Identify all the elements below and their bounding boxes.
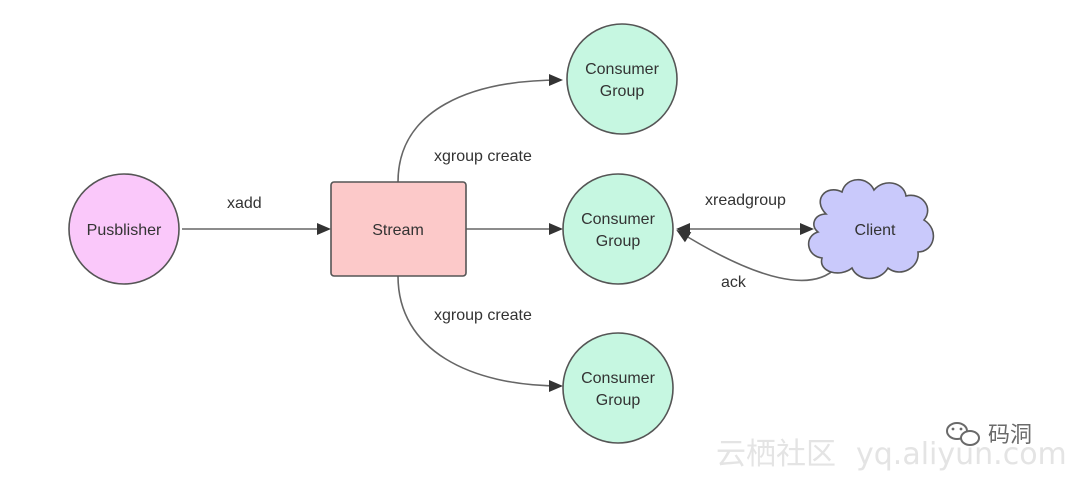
edge-xgroup-create-top <box>397 74 563 183</box>
label-xadd: xadd <box>227 195 262 212</box>
consumer-group-middle-shape <box>562 173 674 285</box>
stream-node: Stream <box>330 181 467 277</box>
consumer-group-middle-line1: Consumer <box>581 211 655 228</box>
watermark: 云栖社区 yq.aliyun.com 码洞 <box>716 422 1067 472</box>
watermark-url: yq.aliyun.com <box>856 437 1067 472</box>
consumer-group-bottom-line2: Group <box>596 392 641 409</box>
publisher-node: Pusblisher <box>68 173 180 285</box>
consumer-group-top-line2: Group <box>600 83 645 100</box>
consumer-group-bottom-shape <box>562 332 674 444</box>
wechat-icon <box>946 422 980 446</box>
consumer-group-middle-line2: Group <box>596 233 641 250</box>
stream-shape <box>330 181 467 277</box>
client-label: Client <box>855 222 896 239</box>
watermark-chinese: 云栖社区 <box>716 437 836 472</box>
publisher-label: Pusblisher <box>87 222 162 239</box>
label-ack: ack <box>721 274 747 291</box>
client-node: Client <box>807 178 935 280</box>
consumer-group-bottom-line1: Consumer <box>581 370 655 387</box>
stream-label: Stream <box>372 222 424 239</box>
watermark-brand: 码洞 <box>988 423 1032 448</box>
consumer-group-top-node: Consumer Group <box>566 23 678 135</box>
edge-ack <box>676 229 837 282</box>
consumer-group-top-line1: Consumer <box>585 61 659 78</box>
client-cloud-shape <box>807 178 935 280</box>
consumer-group-bottom-node: Consumer Group <box>562 332 674 444</box>
publisher-shape <box>68 173 180 285</box>
label-xgroup-create-top: xgroup create <box>434 148 532 165</box>
label-xgroup-create-bottom: xgroup create <box>434 307 532 324</box>
label-xreadgroup: xreadgroup <box>705 192 786 209</box>
edges <box>182 74 837 392</box>
edge-xgroup-create-bottom <box>397 275 563 392</box>
consumer-group-top-shape <box>566 23 678 135</box>
consumer-group-middle-node: Consumer Group <box>562 173 674 285</box>
